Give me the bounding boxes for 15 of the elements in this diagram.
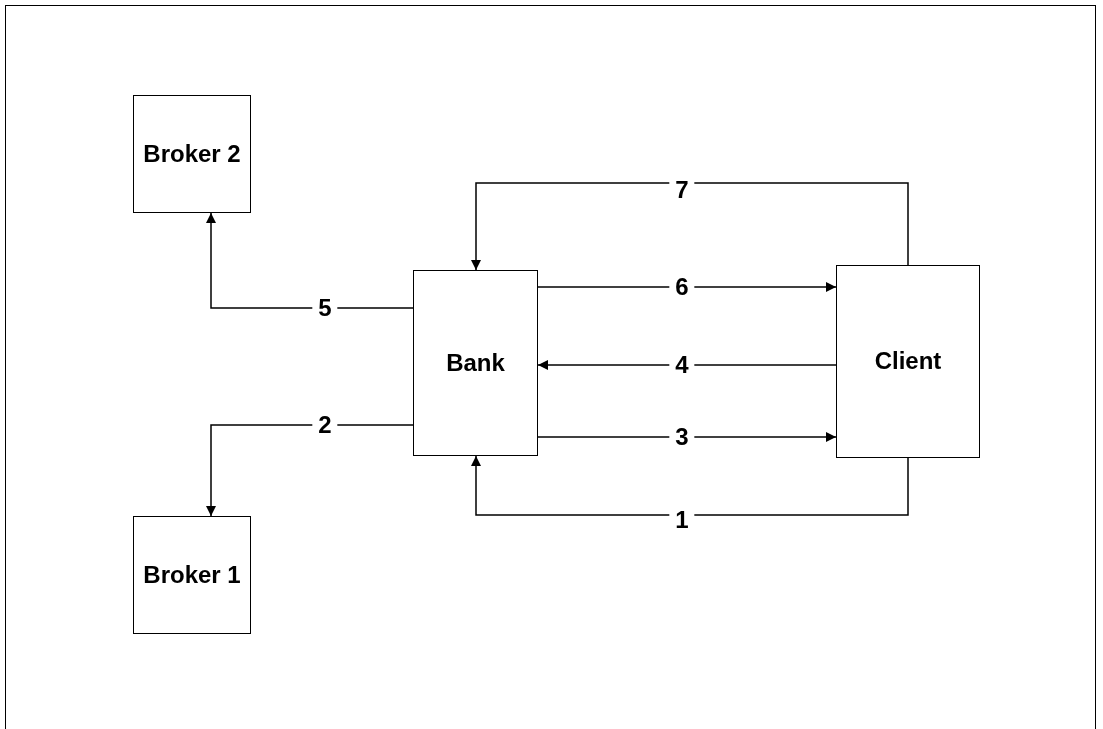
arrow [206,424,414,517]
node-label: Bank [446,348,505,378]
entity-box [133,516,251,634]
arrow [206,212,414,309]
arrow [537,282,837,292]
arrow [471,455,909,516]
arrow [537,360,837,370]
entity-box [413,270,538,456]
entity-box [133,95,251,213]
entity-box [836,265,980,458]
node-label: Broker 2 [143,139,241,169]
arrow [537,432,837,442]
node-label: Client [874,347,942,376]
arrow [471,182,909,271]
node-label: Broker 1 [143,560,241,590]
